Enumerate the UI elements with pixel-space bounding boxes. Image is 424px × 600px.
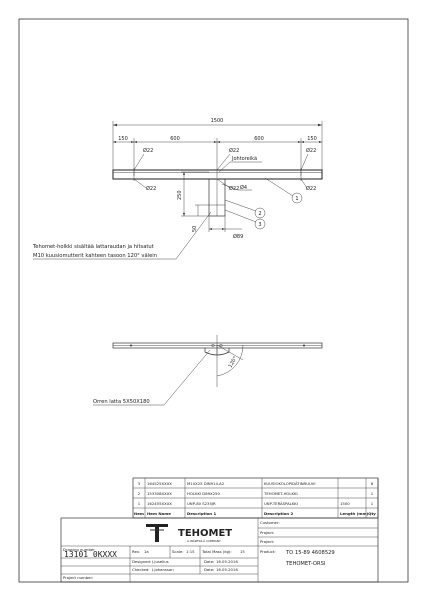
note-line-2: M10 kuusiomutterit kahteen tasoon 120° v… [33,253,157,259]
dim-right-end: 150 [307,136,317,142]
bom-r2-code: 153308XXXX [147,491,172,496]
bom-h-length: Length (mm) [340,511,369,516]
product-line-1: TO 15-89 4608529 [285,550,335,556]
tehomet-logo: TEHOMET A WÄRTSILÄ COMPANY [146,524,232,543]
title-block: TEHOMET A WÄRTSILÄ COMPANY Customer: Pro… [60,517,379,583]
sleeve-note: Tehomet-holkki sisältää lattaraudan ja h… [32,211,212,260]
bom-h-desc1: Description 1 [187,511,217,516]
dim-right-span: 600 [254,136,264,142]
logo-text: TEHOMET [178,528,232,539]
dim-height-250: 250 [177,190,183,200]
customer-label: Customer: [260,520,280,525]
checked-by: J.Johansson [151,567,174,572]
bom-r3-item: 1 [138,501,141,506]
callout-2: 2 [258,211,261,217]
bom-r3-desc2: UNP-TERÄSPALKKI [264,501,298,506]
bom-h-qty: Qty [368,511,376,516]
product-line-2: TEHOMET-ORSI [285,561,326,567]
bom-r2-desc2: TEHOMET-HOLKKI [263,491,298,496]
total-mass-value: 15 [240,549,245,554]
dim-height-50: 50 [192,226,198,232]
angle-label: 120° [228,355,239,369]
beam-top-view: 1500 150 600 600 150 Ø22 Ø22 Ø22 [112,118,323,204]
designed-date: 16.05.2016 [216,559,238,564]
label-johtoreika: Johtoreikä [231,156,257,162]
checked-date: 16.05.2016 [216,567,238,572]
callout-1: 1 [295,196,298,202]
dim-left-span: 600 [170,136,180,142]
bom-r2-desc1: HOLKKI D89X250 [187,491,220,496]
project-label-1: Project: [260,530,274,535]
bom-r1-code: 164525XXXX [147,481,172,486]
product-label: Product: [260,549,276,554]
bom-h-desc2: Description 2 [264,511,294,516]
beam-side-view: 120° Orren latta 5X50X180 [93,335,323,406]
rev-label: Rev. [132,549,140,554]
designed-date-label: Date: [204,559,214,564]
drawing-number: 13101 0KXXX [64,550,117,559]
designed-by: J.Juselius [151,559,169,564]
total-mass-label: Total Mass (kg): [201,549,232,554]
checked-date-label: Date: [204,567,214,572]
project-number-label: Project number: [63,575,93,580]
bom-r3-desc1: UNP-80 S235JR [187,501,216,506]
project-label-2: Project: [260,539,274,544]
bom-h-item: Item [134,511,144,516]
bom-r2-item: 2 [138,491,141,496]
hole-label-tl: Ø22 [143,147,153,154]
hole-label-br: Ø22 [306,185,316,192]
note-line-1: Tehomet-holkki sisältää lattaraudan ja h… [32,244,154,250]
scale-value: 1:15 [186,549,195,554]
bom-r1-qty: 6 [371,481,374,486]
hole-label-tm: Ø22 [229,147,239,154]
bom-r1-desc2: KUUSIOKOLOPIDÄTINRUUVI [264,481,315,486]
checked-label: Checked: [132,567,150,572]
bom-r1-desc1: M10X25 DIN914-A2 [187,481,225,486]
label-flat-bar: Orren latta 5X50X180 [93,399,150,405]
bom-r3-code: 162455XXXX [147,501,172,506]
dim-dia-89: Ø89 [233,233,243,240]
hole-label-tr: Ø22 [306,147,316,154]
scale-label: Scale: [172,549,184,554]
bom-h-code: Item Name [147,511,171,516]
logo-subtext: A WÄRTSILÄ COMPANY [187,538,221,543]
sleeve-view: 250 50 Ø4 Ø89 2 3 [177,171,266,240]
bom-table: 3 164525XXXX M10X25 DIN914-A2 KUUSIOKOLO… [132,477,379,519]
rev-value: 1a [144,549,149,554]
designed-label: Designed: [132,559,151,564]
bom-r1-item: 3 [138,481,141,486]
dim-hole-4: Ø4 [240,184,247,191]
bom-r3-length: 1500 [340,501,350,506]
bom-r3-qty: 1 [371,501,374,506]
callout-3: 3 [258,222,261,228]
drawing-frame [18,18,409,583]
hole-label-bl: Ø22 [146,185,156,192]
bom-r2-qty: 1 [371,491,374,496]
dim-left-end: 150 [118,136,128,142]
drawing-number-label: Drawing number [63,547,95,552]
dim-overall: 1500 [211,118,224,124]
